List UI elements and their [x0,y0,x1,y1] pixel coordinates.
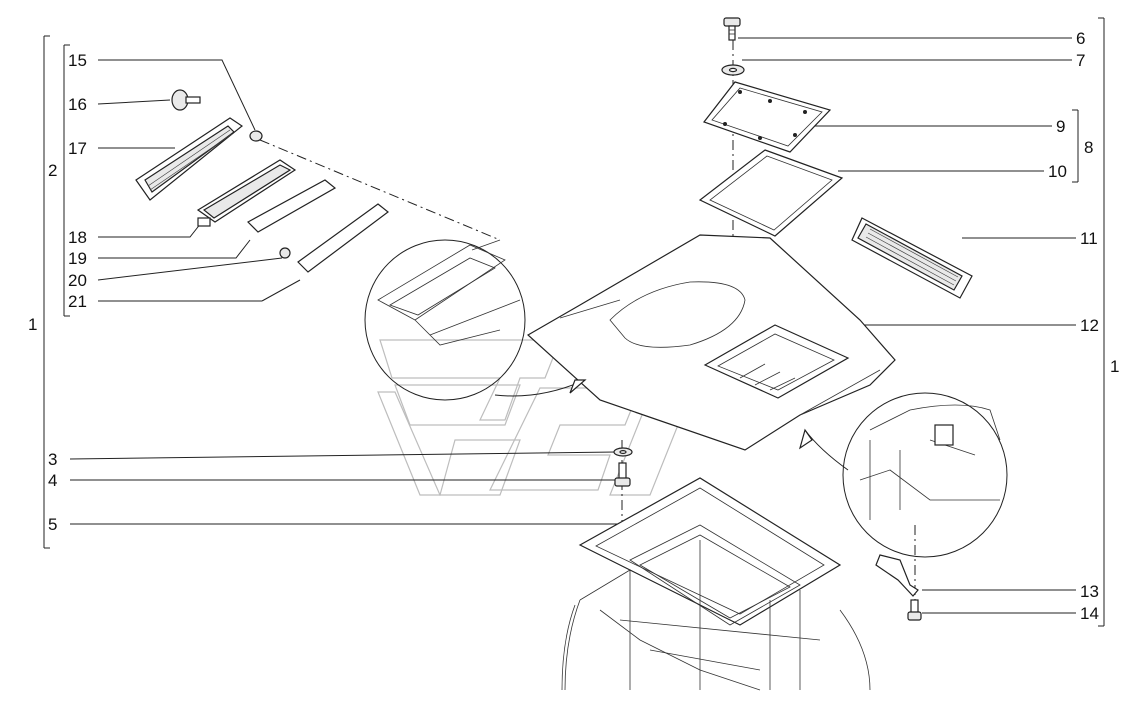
filter-18 [196,159,297,227]
callouts-left: 15 16 17 18 19 20 21 3 4 5 [48,51,620,534]
callout-9: 9 [1056,117,1065,136]
washer-7 [721,64,745,76]
callout-15: 15 [68,51,87,70]
bracket-label-assembly-left: 1 [28,315,37,334]
callout-4: 4 [48,471,57,490]
callout-18: 18 [68,228,87,247]
bolt-14 [907,599,922,621]
group-brackets [43,17,1105,627]
filter-frame-19 [247,179,337,233]
seal-5 [578,477,842,626]
callout-3: 3 [48,450,57,469]
filter-21 [297,203,389,273]
callout-7: 7 [1076,51,1085,70]
bracket-13 [875,554,919,597]
bracket-label-cover-group: 8 [1084,138,1093,157]
callout-17: 17 [68,139,87,158]
callout-21: 21 [68,292,87,311]
callout-14: 14 [1080,604,1099,623]
vent-grille-11 [851,217,973,299]
callout-19: 19 [68,249,87,268]
bolt-6 [723,17,741,41]
detail-view-left [364,239,587,401]
bolt-20 [279,247,291,259]
bracket-label-assembly-right: 1 [1110,357,1119,376]
callout-12: 12 [1080,316,1099,335]
callout-16: 16 [68,95,87,114]
detail-view-right [798,392,1008,558]
callout-10: 10 [1048,162,1067,181]
callout-11: 11 [1080,229,1098,248]
gasket-10 [698,149,844,237]
bolt-4 [614,462,631,487]
cab-frame [561,524,871,691]
grille-frame-17 [135,117,244,201]
washer-3 [613,447,633,457]
cover-plate-9 [703,81,832,153]
knob-16 [171,89,201,111]
roof-panel-12 [526,234,896,451]
nut-15 [249,130,263,142]
bracket-label-vent-group: 2 [48,161,57,180]
callout-6: 6 [1076,29,1085,48]
callout-5: 5 [48,515,57,534]
callouts-right: 6 7 9 10 11 12 13 14 [738,29,1099,623]
callout-20: 20 [68,271,87,290]
callout-13: 13 [1080,582,1099,601]
